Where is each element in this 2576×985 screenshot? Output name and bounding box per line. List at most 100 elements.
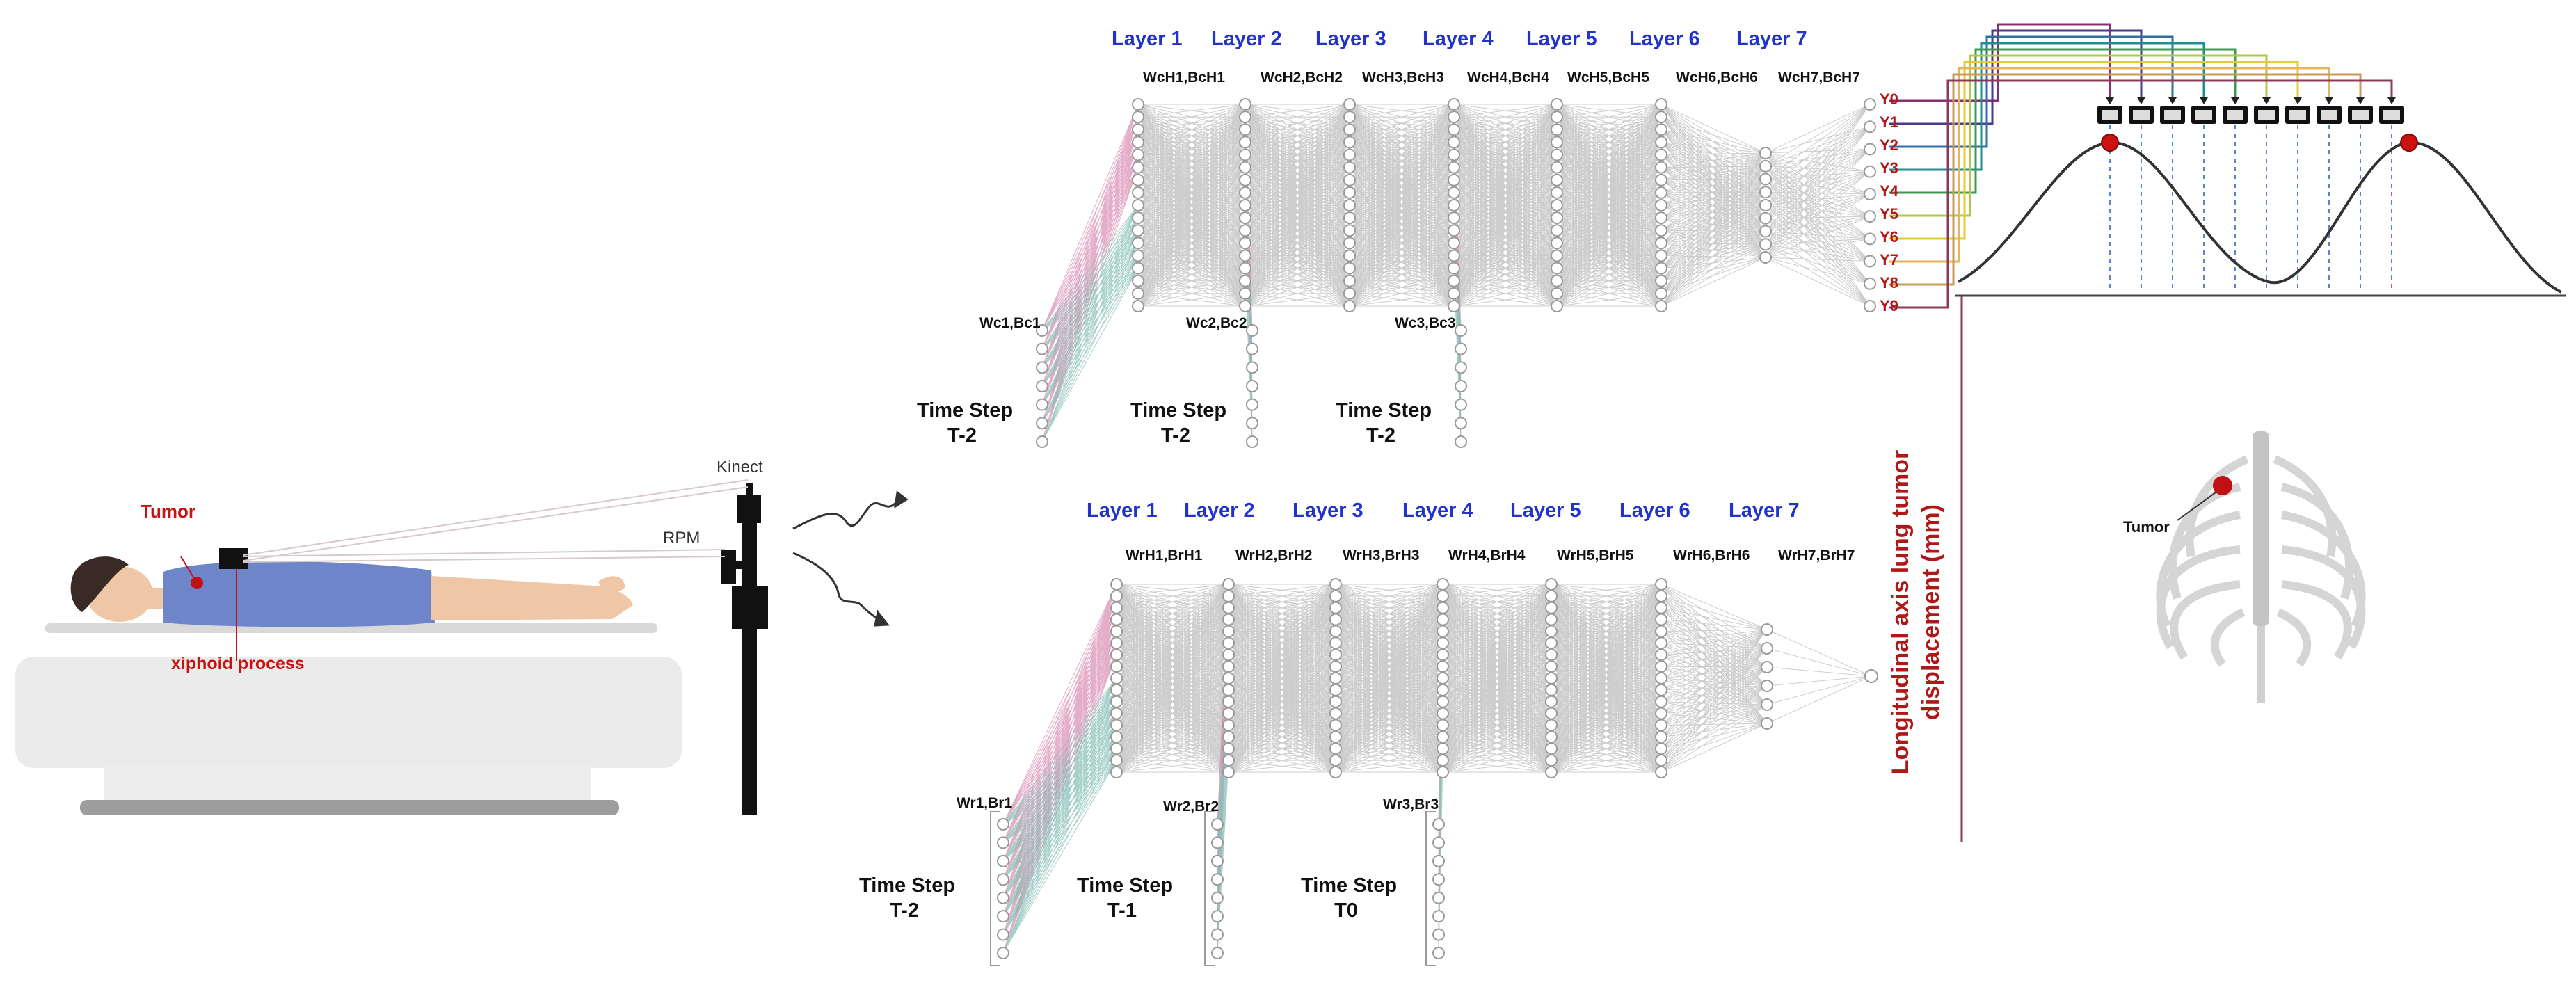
top-layer-1-label: Layer 1: [1112, 28, 1183, 50]
top-input-param-1: Wc1,Bc1: [979, 315, 1041, 331]
top-node-col2-8: [1343, 199, 1356, 211]
top-hidden-param-5: WcH5,BcH5: [1567, 70, 1649, 86]
bottom-hidden-param-1: WrH1,BrH1: [1126, 547, 1203, 563]
bottom-node-col2-15: [1329, 754, 1342, 767]
monitor-screen-5: [2258, 110, 2275, 120]
bottom-node-col5-9: [1655, 683, 1667, 696]
waveform-plot: [1955, 134, 2566, 842]
top-node-col3-14: [1448, 274, 1460, 287]
output-label-y2: Y2: [1880, 136, 1898, 154]
output-label-y3: Y3: [1880, 159, 1898, 177]
signal-wave-icon: [792, 490, 909, 627]
bottom-edges-1: [1228, 584, 1336, 773]
displacement-axis-label-line2: displacement (mm): [1918, 504, 1944, 720]
bottom-node-col3-14: [1437, 742, 1449, 755]
top-hidden-param-2: WcH2,BcH2: [1261, 70, 1343, 86]
bottom-node-col2-0: [1329, 578, 1342, 591]
bed-icon: [15, 623, 682, 815]
bottom-node-col3-7: [1437, 660, 1449, 673]
output-label-y5: Y5: [1880, 205, 1898, 223]
top-node-col2-11: [1343, 237, 1356, 250]
bottom-node-col1-3: [1222, 613, 1235, 626]
bottom-time-step-1-line1: Time Step: [859, 874, 956, 897]
top-node-col4-14: [1551, 274, 1563, 287]
output-bracket-y8: [1889, 73, 2362, 286]
top-node-col1-2: [1239, 123, 1251, 136]
top-input-node-col2-1: [1455, 342, 1467, 355]
top-node-col2-5: [1343, 161, 1356, 174]
top-input-node-col0-4: [1036, 398, 1048, 411]
bottom-node-col1-5: [1222, 636, 1235, 650]
top-node-col5-11: [1655, 237, 1667, 250]
top-node-col4-0: [1551, 98, 1563, 111]
bottom-node-col4-1: [1545, 589, 1558, 602]
bottom-layer-2-label: Layer 2: [1184, 499, 1255, 522]
top-node-col3-7: [1448, 186, 1460, 199]
bottom-hidden-param-5: WrH5,BrH5: [1557, 547, 1634, 563]
bottom-node-col3-13: [1437, 730, 1449, 744]
top-node-col4-10: [1551, 224, 1563, 237]
bottom-node-col0-6: [1110, 648, 1123, 662]
bottom-node-col2-5: [1329, 636, 1342, 650]
output-label-y7: Y7: [1880, 251, 1898, 269]
top-node-col4-11: [1551, 237, 1563, 250]
bottom-layer-5-label: Layer 5: [1510, 499, 1581, 522]
top-node-col5-2: [1655, 123, 1667, 136]
top-node-col1-11: [1239, 237, 1251, 250]
top-node-col5-0: [1655, 98, 1667, 111]
top-hidden-param-3: WcH3,BcH3: [1362, 70, 1444, 86]
top-node-col7-5: [1864, 210, 1876, 223]
top-node-col4-13: [1551, 262, 1563, 275]
top-node-col5-6: [1655, 173, 1667, 186]
top-edges-5: [1661, 104, 1766, 307]
top-node-col7-3: [1864, 165, 1876, 178]
network-nodes: [997, 98, 1878, 959]
bottom-node-col0-14: [1110, 742, 1123, 755]
bottom-node-col5-16: [1655, 766, 1667, 778]
top-node-col5-9: [1655, 211, 1667, 225]
top-node-col3-8: [1448, 199, 1460, 211]
top-input-node-col0-0: [1036, 324, 1048, 337]
top-node-col4-2: [1551, 123, 1563, 136]
top-node-col2-6: [1343, 173, 1356, 186]
top-time-step-2-line1: Time Step: [1130, 399, 1227, 422]
bottom-node-col5-14: [1655, 742, 1667, 755]
bottom-node-col6-2: [1761, 661, 1773, 673]
bottom-node-col0-5: [1110, 636, 1123, 650]
bottom-node-col3-6: [1437, 648, 1449, 662]
top-time-step-1: Time Step T-2: [917, 398, 1013, 448]
bottom-input-param-2: Wr2,Br2: [1163, 799, 1219, 815]
bottom-node-col4-8: [1545, 672, 1558, 684]
top-input-node-col2-0: [1455, 324, 1467, 337]
bottom-input-node-col1-3: [1211, 873, 1224, 886]
top-node-col6-2: [1759, 173, 1772, 186]
top-edges-6: [1765, 104, 1871, 307]
bottom-input-bracket-0: [990, 811, 1000, 966]
output-label-y9: Y9: [1880, 297, 1898, 314]
bottom-node-col3-0: [1437, 578, 1449, 591]
bottom-node-col4-5: [1545, 636, 1558, 650]
top-edges-1: [1245, 104, 1350, 307]
top-hidden-param-7: WcH7,BcH7: [1778, 70, 1860, 86]
top-node-col5-15: [1655, 287, 1667, 300]
bottom-input-node-col1-4: [1211, 891, 1224, 904]
bottom-node-col5-0: [1655, 578, 1667, 591]
top-node-col3-2: [1448, 123, 1460, 136]
bottom-node-col0-9: [1110, 683, 1123, 696]
network-edges: [990, 104, 1872, 966]
top-node-col6-4: [1759, 199, 1772, 211]
bottom-input-node-col1-5: [1211, 910, 1224, 923]
bottom-node-col0-10: [1110, 695, 1123, 708]
bottom-node-col4-4: [1545, 625, 1558, 638]
bottom-node-col3-4: [1437, 625, 1449, 638]
bottom-node-col4-16: [1545, 766, 1558, 778]
bottom-time-step-2-line1: Time Step: [1077, 874, 1174, 897]
bottom-node-col1-13: [1222, 730, 1235, 744]
bottom-node-col3-1: [1437, 589, 1449, 602]
output-bracket-y6: [1889, 61, 2299, 240]
bottom-input-node-col0-1: [997, 836, 1009, 849]
bottom-input-node-col1-2: [1211, 854, 1224, 867]
bottom-time-step-1: Time Step T-2: [859, 873, 956, 923]
bottom-layer-3-label: Layer 3: [1293, 499, 1363, 522]
top-node-col0-11: [1132, 237, 1144, 250]
